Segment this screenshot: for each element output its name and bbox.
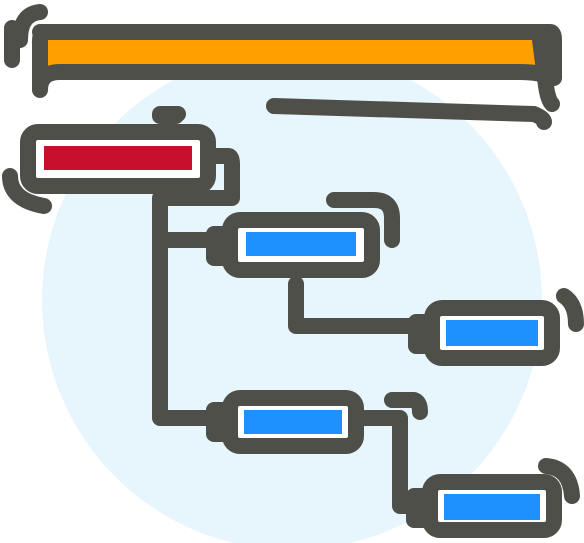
child-node-1-fill [246,232,356,256]
root-node-fill [44,146,192,170]
child-node-2 [408,288,584,366]
header-bar-stroke-left-top [12,4,48,48]
child-node-4 [406,458,580,538]
child-node-2-handle [408,314,440,354]
root-node-stroke-left [2,168,52,214]
child-node-2-fill [446,320,538,346]
child-node-1-handle [206,226,238,266]
child-node-3 [206,390,364,454]
child-node-1 [206,192,400,278]
header-bar-fill [44,38,548,72]
header-bar-outline [32,24,562,98]
header-bar-accent-line [266,98,552,130]
child-node-1-stroke [326,192,400,248]
connector-child-1-to-child-2 [288,276,430,334]
child-node-3-handle [206,402,238,442]
header-bar [4,4,562,130]
root-node [2,108,240,214]
connector-child-3-hook [384,392,428,420]
child-node-4-fill [444,494,540,520]
child-node-4-handle [406,488,438,528]
child-node-4-stroke [538,458,580,504]
root-node-connector-tab [152,148,240,206]
connector-root-to-children [152,192,226,426]
child-node-2-stroke [556,288,584,332]
header-bar-stroke-right [532,32,560,112]
child-node-3-fill [244,410,342,434]
